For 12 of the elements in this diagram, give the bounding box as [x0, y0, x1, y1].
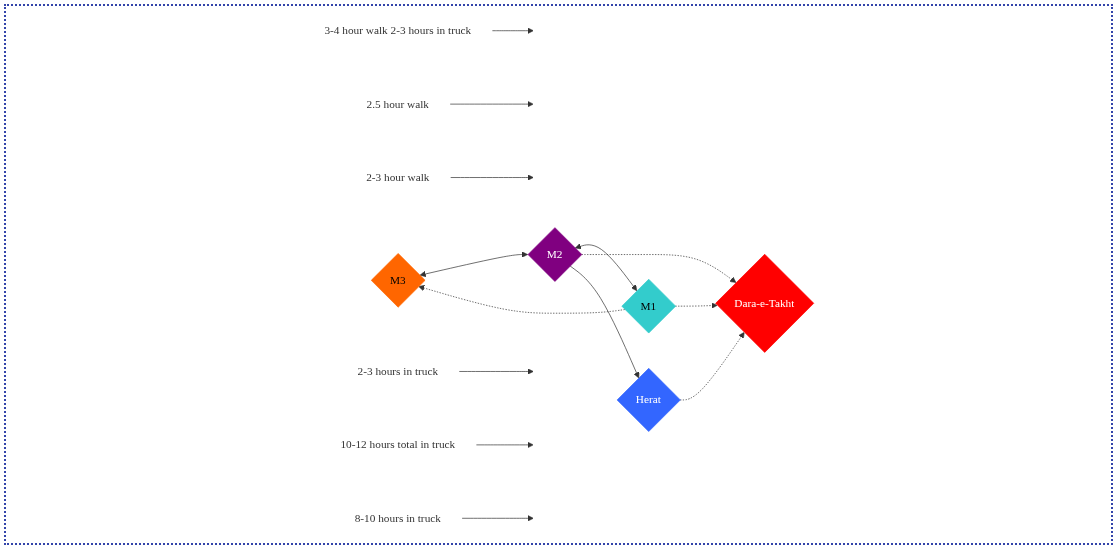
node-diamond: Dara-e-Takht [715, 253, 815, 353]
node-text: 8-10 hours in truck [354, 511, 441, 524]
node-text: 2.5 hour walk [366, 97, 430, 110]
node-text: 3-4 hour walk 2-3 hours in truck [324, 24, 472, 37]
node-diamond: Herat [616, 368, 681, 432]
node-diamond: M3 [370, 253, 426, 308]
arrow [419, 251, 528, 277]
node-text: 2-3 hours in truck [357, 365, 439, 378]
node-diamond: M2 [527, 227, 583, 282]
node-diamond: M1 [621, 278, 676, 334]
node-text: 10-12 hours total in truck [340, 438, 456, 451]
node-text: 2-3 hour walk [366, 171, 430, 184]
